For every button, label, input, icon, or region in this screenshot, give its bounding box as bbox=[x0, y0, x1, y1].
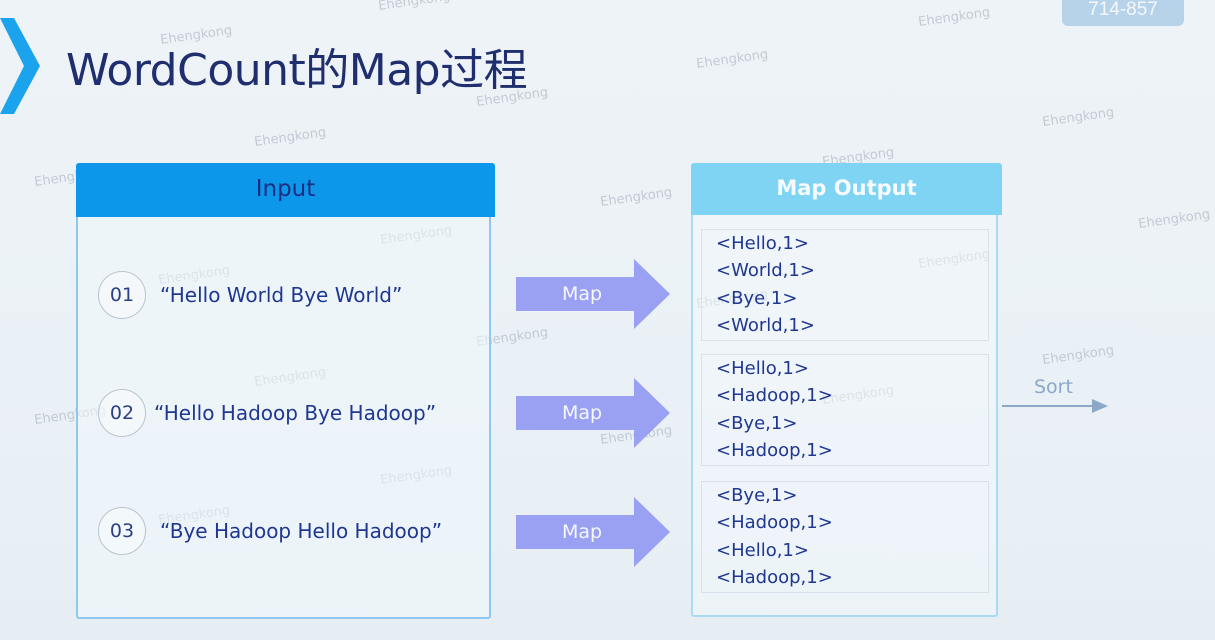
input-row: 02 “Hello Hadoop Bye Hadoop” bbox=[98, 389, 436, 437]
watermark: Ehengkong bbox=[1041, 343, 1116, 368]
watermark: Ehengkong bbox=[917, 5, 992, 30]
input-panel: Input 01 “Hello World Bye World” 02 “Hel… bbox=[76, 163, 495, 619]
output-pair: <Hello,1> bbox=[716, 233, 809, 254]
arrow-right-icon bbox=[516, 259, 670, 329]
arrow-right-icon bbox=[516, 378, 670, 448]
output-pair: <World,1> bbox=[716, 315, 815, 337]
watermark: Ehengkong bbox=[253, 125, 328, 150]
input-row: 01 “Hello World Bye World” bbox=[98, 271, 402, 319]
input-sentence: “Bye Hadoop Hello Hadoop” bbox=[160, 519, 443, 543]
input-header: Input bbox=[76, 163, 495, 217]
output-group: <Hello,1> <Hadoop,1> <Bye,1> <Hadoop,1> bbox=[701, 354, 989, 466]
watermark: Ehengkong bbox=[1041, 105, 1116, 130]
watermark: Ehengkong bbox=[377, 0, 452, 14]
output-group: <Bye,1> <Hadoop,1> <Hello,1> <Hadoop,1> bbox=[701, 481, 989, 593]
page-title: WordCount的Map过程 bbox=[66, 45, 528, 96]
input-sentence: “Hello World Bye World” bbox=[160, 283, 403, 307]
output-pair: <Hadoop,1> bbox=[716, 567, 833, 589]
output-group: <Hello,1> <World,1> <Bye,1> <World,1> bbox=[701, 229, 989, 341]
output-panel: Map Output <Hello,1> <World,1> <Bye,1> <… bbox=[691, 163, 1002, 617]
watermark: Ehengkong bbox=[599, 185, 674, 210]
input-row: 03 “Bye Hadoop Hello Hadoop” bbox=[98, 507, 442, 555]
sort-label: Sort bbox=[1034, 376, 1073, 398]
output-pair: <World,1> bbox=[716, 260, 815, 282]
row-number-badge: 02 bbox=[98, 389, 146, 437]
map-label: Map bbox=[561, 283, 603, 305]
output-pair: <Hadoop,1> bbox=[716, 512, 833, 534]
map-label: Map bbox=[561, 521, 603, 543]
output-pair: <Bye,1> bbox=[716, 287, 798, 309]
output-pair: <Bye,1> bbox=[716, 485, 798, 506]
output-pair: <Hadoop,1> bbox=[716, 440, 833, 462]
output-pair: <Hello,1> bbox=[716, 539, 809, 561]
map-arrow: Map bbox=[516, 497, 670, 567]
row-number-badge: 03 bbox=[98, 507, 146, 555]
output-pair: <Hello,1> bbox=[716, 358, 809, 379]
arrow-right-icon bbox=[516, 497, 670, 567]
map-arrow: Map bbox=[516, 378, 670, 448]
output-pair: <Hadoop,1> bbox=[716, 385, 833, 407]
row-number-badge: 01 bbox=[98, 271, 146, 319]
output-pair: <Bye,1> bbox=[716, 412, 798, 434]
page-number: 714-857 bbox=[1062, 0, 1184, 26]
output-header: Map Output bbox=[691, 163, 1002, 215]
watermark: Ehengkong bbox=[695, 47, 770, 72]
chevron-icon bbox=[0, 18, 40, 114]
map-arrow: Map bbox=[516, 259, 670, 329]
map-label: Map bbox=[561, 402, 603, 424]
sort-arrow-icon bbox=[1002, 399, 1108, 413]
watermark: Ehengkong bbox=[1137, 207, 1212, 232]
input-sentence: “Hello Hadoop Bye Hadoop” bbox=[154, 401, 437, 425]
